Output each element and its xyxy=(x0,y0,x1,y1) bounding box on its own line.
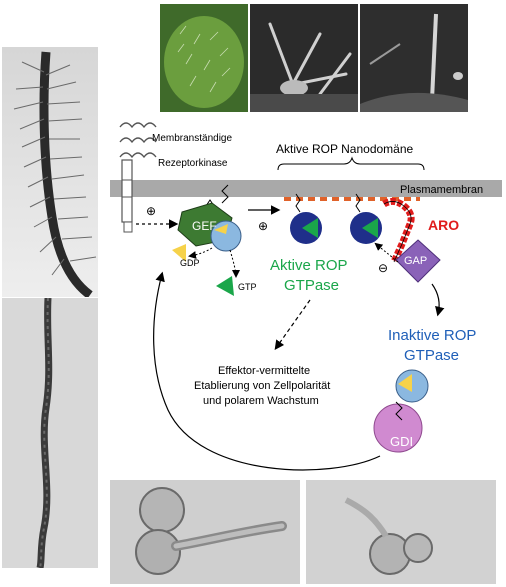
effector-label-2: Etablierung von Zellpolarität xyxy=(194,380,330,392)
active-nanodomain-label: Aktive ROP Nanodomäne xyxy=(276,142,414,156)
gdp-icon xyxy=(172,244,186,262)
pollen-tube-photo-1 xyxy=(110,480,300,584)
plasma-membrane xyxy=(110,180,502,197)
arrow-gap-inhibits-rop xyxy=(374,242,399,263)
arrow-recycling xyxy=(153,271,381,471)
active-rop-2 xyxy=(350,193,382,244)
effector-label-3: und polarem Wachstum xyxy=(203,395,319,407)
aro-protein xyxy=(382,197,415,264)
receptor-kinase-label-1: Membranständige xyxy=(152,133,232,144)
plus-sign-1: ⊕ xyxy=(146,204,156,218)
arrow-gef-to-gtp xyxy=(229,249,240,278)
minus-sign: ⊖ xyxy=(378,261,388,275)
active-rop-label-1: Aktive ROP xyxy=(270,257,348,274)
inactive-rop-label-2: GTPase xyxy=(404,347,459,364)
sem-trichome-photo-2 xyxy=(360,4,468,112)
arrow-active-to-inactive xyxy=(431,283,445,317)
gap-protein xyxy=(395,239,441,283)
gdp-label: GDP xyxy=(180,258,200,268)
plasma-membrane-label: Plasmamembran xyxy=(400,184,483,196)
effector-label-1: Effektor-vermittelte xyxy=(218,365,310,377)
sem-trichome-photo-1 xyxy=(250,4,358,112)
inactive-rop-gdi-complex xyxy=(373,369,429,453)
gap-label: GAP xyxy=(404,255,427,267)
receptor-kinase-icon xyxy=(119,122,157,233)
gdi-label: GDI xyxy=(390,434,413,449)
pollen-tube-photo-2 xyxy=(306,480,496,584)
gef-complex xyxy=(177,199,242,252)
active-rop-1 xyxy=(290,193,322,244)
aro-label: ARO xyxy=(428,217,459,233)
gtp-icon xyxy=(216,276,234,296)
arrow-to-effector xyxy=(274,299,311,350)
inactive-rop-label-1: Inaktive ROP xyxy=(388,327,476,344)
gef-label: GEF xyxy=(192,219,217,233)
root-hair-photo-bottom xyxy=(2,298,98,568)
nanodomain-bracket xyxy=(277,156,425,171)
gtp-label: GTP xyxy=(238,282,257,292)
gef-tether xyxy=(221,184,229,204)
root-hair-photo-top xyxy=(2,47,98,297)
active-rop-label-2: GTPase xyxy=(284,277,339,294)
receptor-kinase-label-2: Rezeptorkinase xyxy=(158,158,228,169)
plus-sign-2: ⊕ xyxy=(258,219,268,233)
arrow-gdp-out xyxy=(188,247,213,259)
leaf-trichome-photo xyxy=(160,4,248,112)
